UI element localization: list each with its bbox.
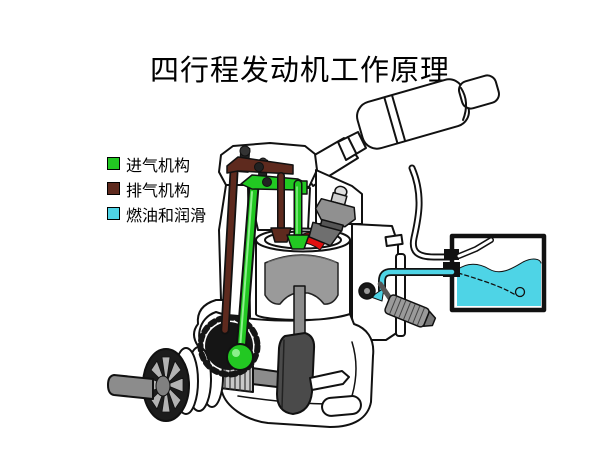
cam-follower-highlight [232,349,240,357]
exhaust-valve-head [270,227,292,243]
intake-pushrod [235,180,260,357]
needle-tip [422,310,437,327]
fuel-line [370,268,456,302]
muffler-tail [458,74,500,110]
cam-follower [226,343,254,371]
carb-tab [384,233,404,248]
needle-knurling [389,296,425,326]
carb-inlet-center [364,288,370,294]
tank-vent-tube [456,237,494,259]
crank-counterweight [276,332,316,415]
exhaust-valve [270,172,292,243]
fuel-clunk [514,286,526,298]
exhaust-pushrod [220,167,239,335]
mount-ledge [309,370,350,391]
needle-valve [377,281,437,328]
exhaust-color-swatch [107,182,120,195]
legend-item-fuel: 燃油和润滑 [107,201,206,226]
exhaust-rocker-arm [226,156,294,175]
pressure-line [408,164,456,261]
legend-label-exhaust: 排气机构 [126,182,191,200]
intake-valve-head [286,234,310,250]
legend-item-exhaust: 排气机构 [107,176,206,201]
muffler-seams [383,95,406,144]
spark-plug-seat [319,218,344,232]
spark-plug-hex [314,197,356,228]
fuel-flow-arrow [370,287,385,302]
fuel-color-swatch [107,207,120,220]
muffler-coupler-band [347,136,357,154]
intake-rocker-pivot [262,177,272,187]
legend: 进气机构 排气机构 燃油和润滑 [107,151,206,226]
muffler-body [356,78,470,150]
legend-item-intake: 进气机构 [107,151,206,176]
case-edge-line [351,341,357,397]
spark-plug [308,185,356,247]
muffler-tail-joint [460,87,467,121]
page-title: 四行程发动机工作原理 [149,55,450,87]
counterweight-edge [281,339,285,409]
tank-vent-fitting [444,249,459,260]
legend-label-fuel: 燃油和润滑 [126,207,207,225]
mount-lug [321,395,362,417]
intake-color-swatch [107,157,120,170]
spinner-hub [155,375,171,397]
piston-crown-line [267,255,337,263]
prop-shaft [107,374,154,400]
fuel-surface-line [456,258,542,273]
fuel-tank-group [443,233,547,313]
exhaust-rocker-pivot [254,162,264,172]
piston [264,254,339,305]
intake-valve [286,179,310,250]
fuel-pickup-line [457,272,523,296]
muffler-group [298,74,500,187]
backplate [395,253,406,337]
legend-label-intake: 进气机构 [126,157,191,175]
